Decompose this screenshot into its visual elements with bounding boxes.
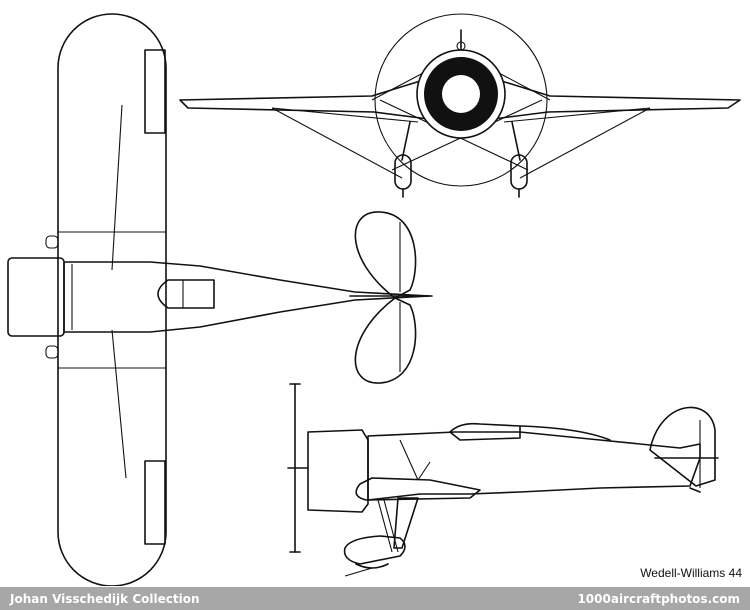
front-wheel-right — [510, 154, 528, 190]
side-wing — [355, 477, 481, 501]
plan-fuselage — [63, 261, 431, 333]
plan-cockpit — [157, 279, 215, 309]
site-link[interactable]: 1000aircraftphotos.com — [577, 591, 740, 606]
collection-credit: Johan Visschedijk Collection — [10, 591, 200, 606]
plan-aileron-lower — [144, 460, 166, 545]
side-view — [287, 383, 719, 577]
plan-aileron-upper — [144, 49, 166, 134]
plan-stabilizer-upper — [354, 211, 417, 299]
side-wheel-pant — [343, 535, 406, 565]
side-cowl — [307, 429, 369, 513]
footer-bar: Johan Visschedijk Collection 1000aircraf… — [0, 587, 750, 610]
three-view-drawing — [7, 13, 741, 586]
front-propeller-disc — [374, 13, 548, 187]
front-view — [179, 13, 741, 198]
side-fuselage — [367, 431, 701, 501]
aircraft-caption: Wedell-Williams 44 — [640, 566, 742, 580]
plan-wing — [57, 13, 167, 586]
front-wheel-left — [394, 154, 412, 190]
side-canopy — [449, 422, 521, 441]
plan-view — [7, 13, 433, 586]
plan-cowl — [7, 257, 65, 337]
plan-stabilizer-lower — [354, 297, 417, 384]
